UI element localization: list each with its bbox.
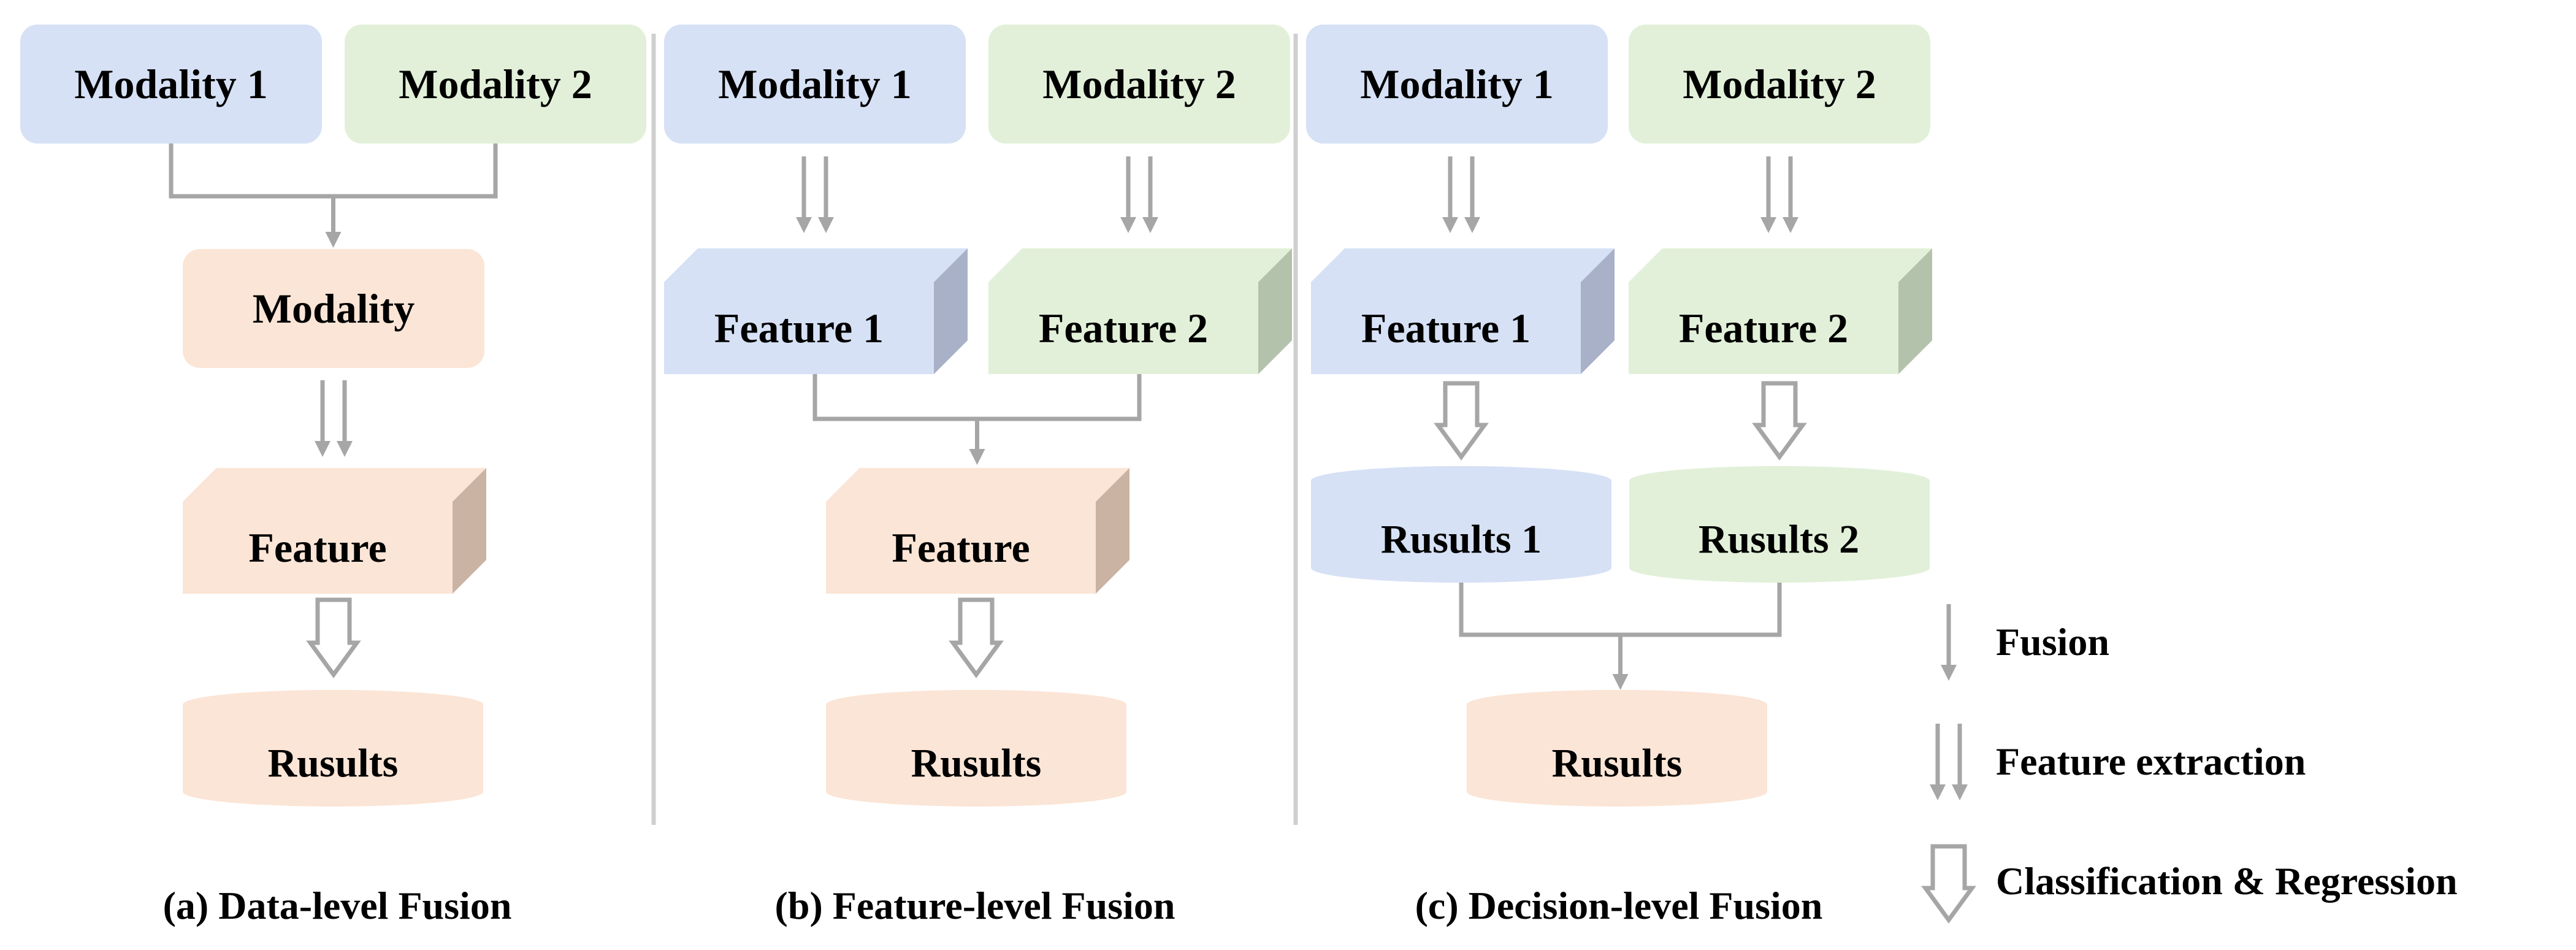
c-results-label: Rusults <box>1551 741 1683 786</box>
c-results-1-cyl-top <box>1311 466 1611 496</box>
a-feature-box-top-face <box>183 468 486 502</box>
a-extract-arrow-right-head <box>337 441 353 457</box>
legend-classification-label: Classification & Regression <box>1996 859 2458 903</box>
a-feature-box-side-face <box>453 468 486 594</box>
a-extract-arrow-left-head <box>315 441 331 457</box>
c-results-1-cyl-body <box>1311 466 1611 583</box>
b-feature-2-box-top-face <box>988 248 1292 282</box>
b-modality-2: Modality 2 <box>988 25 1290 144</box>
b-classify-arrow <box>949 597 1004 678</box>
a-modality-1: Modality 1 <box>20 25 322 144</box>
b-feature-1-box-front-face <box>664 282 934 374</box>
b-feature-2-label: Feature 2 <box>1038 304 1209 351</box>
c-modality-2: Modality 2 <box>1629 25 1930 144</box>
b-feature-2-box-front-face <box>988 282 1258 374</box>
b-feature-merge-arrow-head <box>969 449 985 465</box>
c-results-merge-arrow-head <box>1612 674 1629 690</box>
c-feature-2-box-top-face <box>1629 248 1932 282</box>
a-modality-2: Modality 2 <box>345 25 646 144</box>
b-extract-arrow-1-right-head <box>818 217 834 233</box>
b-feature-box-side-face <box>1096 468 1129 594</box>
c-feature-1-box-side-face <box>1581 248 1615 374</box>
b-results-label: Rusults <box>911 741 1042 786</box>
a-results-cyl-top <box>183 690 483 719</box>
b-feature-merge-bracket <box>812 374 1142 421</box>
b-modality-1: Modality 1 <box>664 25 966 144</box>
b-feature-label: Feature <box>892 524 1030 571</box>
legend-feature-extraction-icon-right-head <box>1952 784 1968 800</box>
legend-feature-extraction-icon-left-head <box>1930 784 1946 800</box>
a-modality-merge-bracket <box>169 144 498 199</box>
c-feature-2-box-front-face <box>1629 282 1898 374</box>
b-extract-arrow-1-left-head <box>796 217 812 233</box>
b-feature-1-label: Feature 1 <box>714 304 884 351</box>
c-modality-1: Modality 1 <box>1306 25 1608 144</box>
b-extract-arrow-2-right-head <box>1142 217 1158 233</box>
c-results-1-label: Rusults 1 <box>1380 517 1542 562</box>
b-feature-box-top-face <box>826 468 1129 502</box>
legend-classification-icon <box>1921 844 1976 924</box>
b-caption: (b) Feature-level Fusion <box>774 884 1175 927</box>
a-feature-label: Feature <box>248 524 387 571</box>
b-feature-2-box-side-face <box>1258 248 1292 374</box>
c-results-cyl-top <box>1467 690 1767 719</box>
c-caption: (c) Decision-level Fusion <box>1415 884 1823 927</box>
c-extract-arrow-1-right-head <box>1464 217 1480 233</box>
c-classify-arrow-1 <box>1434 381 1489 461</box>
b-results-cyl-body <box>826 690 1126 806</box>
b-results-cyl-top <box>826 690 1126 719</box>
a-modality-fused: Modality <box>183 249 484 368</box>
c-classify-arrow-2 <box>1752 381 1807 461</box>
c-feature-2-box-side-face <box>1898 248 1932 374</box>
c-results-merge-bracket <box>1459 583 1782 637</box>
c-feature-1-label: Feature 1 <box>1361 304 1531 351</box>
b-feature-box-front-face <box>826 502 1096 594</box>
b-feature-1-box-top-face <box>664 248 968 282</box>
a-classify-arrow <box>306 597 361 678</box>
a-caption: (a) Data-level Fusion <box>162 884 512 927</box>
a-feature-box-front-face <box>183 502 453 594</box>
c-extract-arrow-2-right-head <box>1783 217 1798 233</box>
b-feature-1-box-side-face <box>934 248 968 374</box>
legend-fusion-label: Fusion <box>1996 620 2109 664</box>
c-feature-2-label: Feature 2 <box>1678 304 1849 351</box>
b-extract-arrow-2-left-head <box>1120 217 1136 233</box>
c-feature-1-box-front-face <box>1311 282 1581 374</box>
a-results-label: Rusults <box>267 741 399 786</box>
legend-fusion-icon-head <box>1941 665 1957 681</box>
c-extract-arrow-2-left-head <box>1760 217 1776 233</box>
c-results-2-cyl-top <box>1629 466 1930 496</box>
a-modality-merge-arrow-head <box>325 232 342 248</box>
a-results-cyl-body <box>183 690 483 806</box>
c-feature-1-box-top-face <box>1311 248 1615 282</box>
legend-feature-extraction-label: Feature extraction <box>1996 740 2306 783</box>
c-results-2-label: Rusults 2 <box>1698 517 1860 562</box>
c-results-2-cyl-body <box>1629 466 1930 583</box>
c-extract-arrow-1-left-head <box>1442 217 1458 233</box>
c-results-cyl-body <box>1467 690 1767 806</box>
